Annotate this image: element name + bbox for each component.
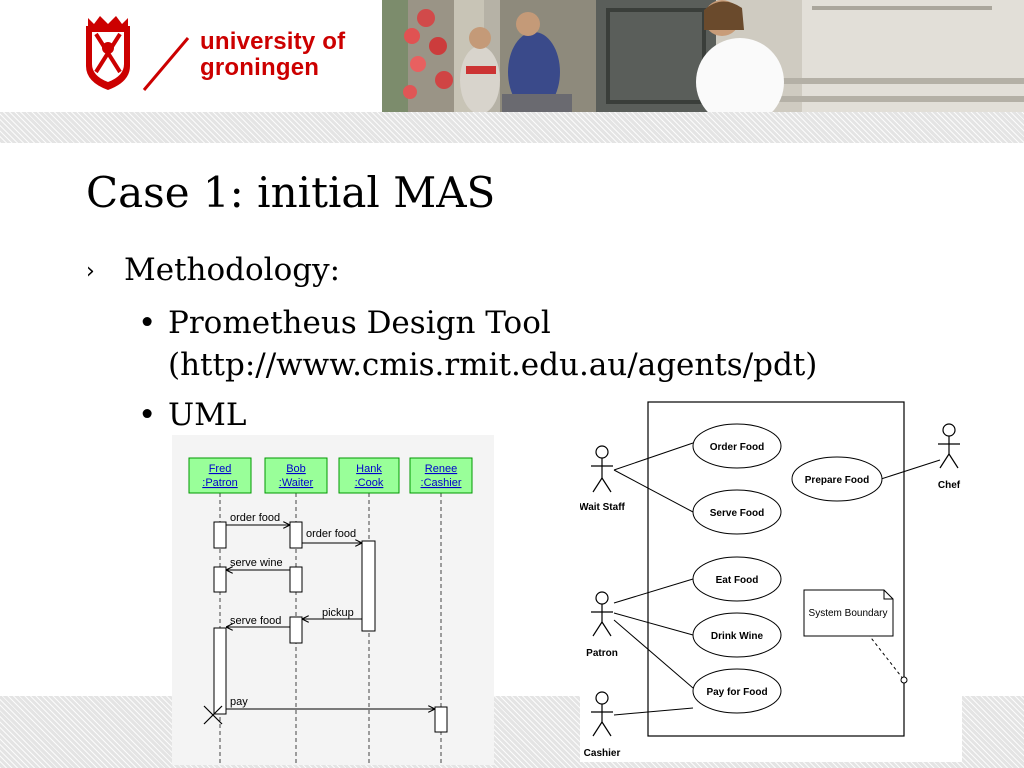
message-serve-wine: serve wine (226, 557, 290, 570)
bullet-prometheus: • Prometheus Design Tool (http://www.cmis… (138, 302, 817, 386)
logo-line-1: university of (200, 28, 346, 55)
lifeline-header-hank: Hank :Cook (338, 457, 400, 494)
lifeline-header-fred: Fred :Patron (188, 457, 252, 494)
message-serve-food: serve food (226, 615, 290, 627)
slide-header: university of groningen (0, 0, 1024, 112)
activation-bar (213, 521, 227, 549)
activation-bar (213, 627, 227, 715)
actor-label: Chef (938, 480, 961, 491)
message-label: serve food (230, 615, 281, 627)
message-pickup: pickup (302, 607, 362, 619)
actor-label: Cashier (584, 748, 621, 759)
lifeline-role: :Cashier (421, 477, 462, 489)
activation-bar (289, 566, 303, 593)
svg-text:Prepare Food: Prepare Food (805, 475, 869, 486)
svg-text:System Boundary: System Boundary (809, 608, 888, 619)
use-case-order-food: Order Food (692, 423, 782, 469)
bullet-methodology: › Methodology: (86, 252, 340, 288)
lifeline-name: Bob (286, 463, 306, 475)
uml-sequence-diagram: Fred :Patron Bob :Waiter Hank :Cook Rene… (172, 435, 494, 765)
lifeline-name: Fred (209, 463, 232, 475)
svg-text:Order Food: Order Food (710, 442, 764, 453)
note-system-boundary: System Boundary (803, 589, 894, 637)
groningen-crest-icon (86, 16, 130, 90)
activation-bar (289, 521, 303, 549)
activation-bar (213, 566, 227, 593)
message-order-food-2: order food (302, 528, 362, 543)
message-label: pickup (322, 607, 354, 619)
bullet-url: (http://www.cmis.rmit.edu.au/agents/pdt) (168, 347, 818, 383)
lifeline-name: Hank (356, 463, 382, 475)
lifeline-role: :Cook (355, 477, 384, 489)
use-case-serve-food: Serve Food (692, 489, 782, 535)
message-label: pay (230, 696, 248, 708)
bullet-marker: • (138, 305, 157, 341)
message-pay: pay (226, 696, 435, 709)
actor-patron-icon (591, 591, 613, 637)
lifeline-role: :Waiter (279, 477, 314, 489)
use-case-drink-wine: Drink Wine (692, 612, 782, 658)
lifeline-name: Renee (425, 463, 457, 475)
bullet-marker: • (138, 397, 157, 433)
message-label: order food (306, 528, 356, 540)
actor-label: Wait Staff (580, 502, 626, 513)
lifeline-header-bob: Bob :Waiter (264, 457, 328, 494)
bullet-uml: • UML (138, 394, 246, 436)
bullet-text: Prometheus Design Tool (168, 305, 551, 341)
use-case-pay-for-food: Pay for Food (692, 668, 782, 714)
message-label: order food (230, 512, 280, 524)
bullet-marker: › (86, 259, 95, 284)
svg-text:Eat Food: Eat Food (716, 575, 759, 586)
use-case-eat-food: Eat Food (692, 556, 782, 602)
system-boundary-box (647, 401, 905, 737)
actor-wait-staff-icon (591, 445, 613, 493)
activation-bar (289, 616, 303, 644)
lifeline-role: :Patron (202, 477, 237, 489)
message-order-food-1: order food (226, 512, 290, 525)
bullet-text: Methodology: (124, 252, 341, 288)
actor-label: Patron (586, 648, 618, 659)
logo-line-2: groningen (200, 54, 320, 81)
activation-bar (361, 540, 376, 632)
svg-text:Drink Wine: Drink Wine (711, 631, 764, 642)
logo-slash (142, 37, 190, 91)
bullet-text: UML (168, 397, 247, 433)
actor-chef-icon (938, 423, 960, 469)
activation-bar (434, 706, 448, 733)
message-label: serve wine (230, 557, 283, 569)
lifeline-header-renee: Renee :Cashier (409, 457, 473, 494)
slide-title: Case 1: initial MAS (86, 168, 496, 217)
uml-use-case-diagram: Wait Staff Chef Patron Cashier Order Foo… (580, 398, 962, 762)
svg-text:Serve Food: Serve Food (710, 508, 764, 519)
svg-text:Pay for Food: Pay for Food (706, 687, 767, 698)
students-photo-banner (382, 0, 1024, 112)
destroy-mark-icon (203, 705, 223, 725)
use-case-prepare-food: Prepare Food (791, 456, 883, 502)
actor-cashier-icon (591, 691, 613, 737)
header-hatch-band (0, 112, 1024, 143)
